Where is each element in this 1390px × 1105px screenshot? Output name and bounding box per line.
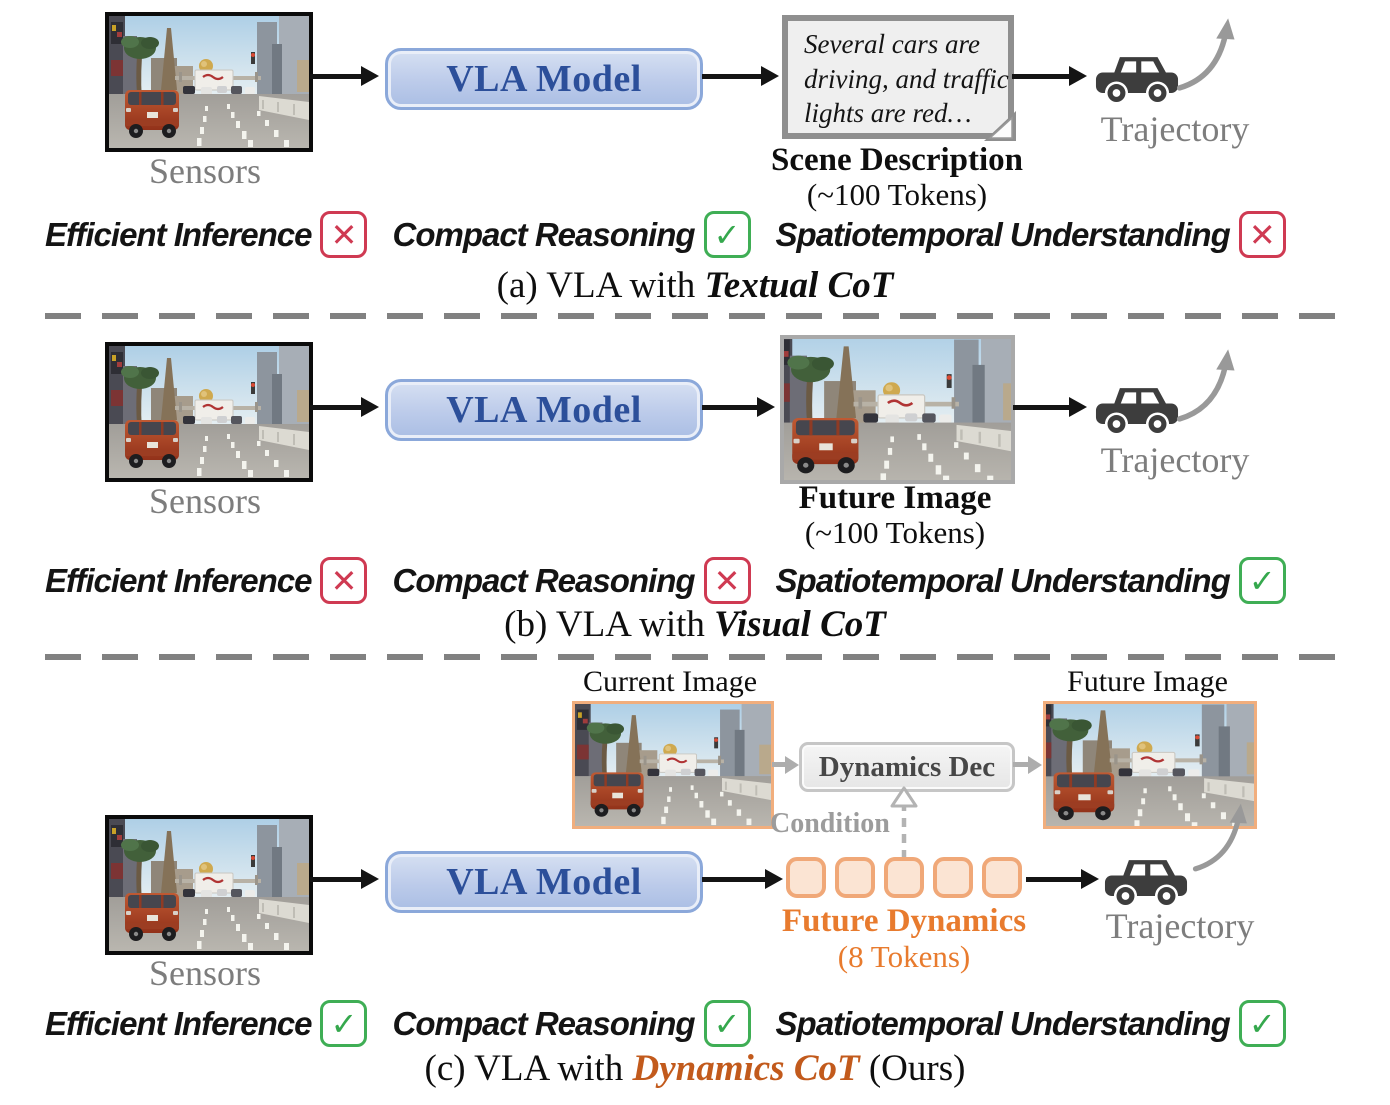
vla-model-box: VLA Model <box>385 48 703 110</box>
current-image <box>572 701 774 829</box>
image-to-decoder-arrow <box>772 755 799 774</box>
check-icon: ✓ <box>320 1000 368 1047</box>
dynamics-token <box>884 857 924 898</box>
street-scene-illustration <box>575 704 771 826</box>
flow-arrow <box>702 66 779 86</box>
flow-arrow <box>1013 397 1087 417</box>
output-subtitle: (~100 Tokens) <box>806 177 988 212</box>
feature-label: Compact Reasoning <box>392 1004 695 1042</box>
feature-label: Efficient Inference <box>45 1004 312 1042</box>
caption-highlight: Textual CoT <box>704 265 894 306</box>
flow-arrow <box>310 66 379 86</box>
feature-row: Efficient Inference✕ Compact Reasoning✕ … <box>45 557 1286 604</box>
street-scene-illustration <box>784 339 1011 480</box>
output-title: Scene Description <box>770 142 1024 178</box>
trajectory-label: Trajectory <box>1105 906 1255 946</box>
sensors-label: Sensors <box>148 481 261 521</box>
trajectory-arrow-icon <box>1176 347 1240 425</box>
folded-corner-icon <box>984 111 1016 141</box>
dynamics-decoder-box: Dynamics Dec <box>799 742 1015 792</box>
check-icon: ✓ <box>1238 1000 1286 1047</box>
car-icon <box>1094 383 1180 436</box>
current-image-label: Current Image <box>582 665 758 698</box>
dynamics-token <box>835 857 875 898</box>
condition-arrow-icon <box>890 786 918 858</box>
sensors-label: Sensors <box>148 151 261 191</box>
output-title: Future Dynamics <box>781 903 1027 939</box>
flow-arrow <box>702 397 775 417</box>
panel-divider <box>45 313 1345 319</box>
trajectory-label: Trajectory <box>1100 440 1250 480</box>
sensors-image <box>105 815 313 955</box>
condition-label: Condition <box>770 808 890 839</box>
street-scene-illustration <box>109 16 309 148</box>
future-image-label: Future Image <box>1067 665 1228 698</box>
street-scene-illustration <box>109 346 309 478</box>
output-title: Future Image <box>798 480 992 516</box>
trajectory-label: Trajectory <box>1100 109 1250 149</box>
car-icon <box>1094 52 1180 105</box>
panel-caption: (a) VLA with Textual CoT <box>496 265 894 306</box>
feature-label: Efficient Inference <box>45 215 312 253</box>
dynamics-token <box>982 857 1022 898</box>
feature-label: Spatiotemporal Understanding <box>775 215 1231 253</box>
flow-arrow <box>1026 869 1099 889</box>
flow-arrow <box>310 869 379 889</box>
sensors-image <box>105 12 313 152</box>
scene-description-text: Several cars are driving, and traffic li… <box>804 29 1009 129</box>
flow-arrow <box>310 397 379 417</box>
cross-icon: ✕ <box>320 211 368 258</box>
check-icon: ✓ <box>1238 557 1286 604</box>
feature-label: Spatiotemporal Understanding <box>775 561 1231 599</box>
future-image <box>1043 701 1257 829</box>
vla-model-box: VLA Model <box>385 851 703 913</box>
feature-label: Spatiotemporal Understanding <box>775 1004 1231 1042</box>
output-subtitle: (8 Tokens) <box>837 939 971 974</box>
caption-highlight: Visual CoT <box>714 604 886 645</box>
caption-highlight: Dynamics CoT <box>632 1048 860 1089</box>
output-subtitle: (~100 Tokens) <box>804 515 986 550</box>
sensors-label: Sensors <box>148 953 261 993</box>
check-icon: ✓ <box>703 211 751 258</box>
cross-icon: ✕ <box>703 557 751 604</box>
dynamics-token <box>933 857 973 898</box>
trajectory-arrow-icon <box>1176 16 1240 94</box>
decoder-to-image-arrow <box>1013 755 1042 774</box>
flow-arrow <box>702 869 783 889</box>
panel-caption: (b) VLA with Visual CoT <box>504 604 886 645</box>
cross-icon: ✕ <box>320 557 368 604</box>
cross-icon: ✕ <box>1238 211 1286 258</box>
feature-label: Compact Reasoning <box>392 561 695 599</box>
future-image <box>780 335 1015 484</box>
feature-row: Efficient Inference✕ Compact Reasoning✓ … <box>45 211 1286 258</box>
street-scene-illustration <box>109 819 309 951</box>
flow-arrow <box>1012 66 1087 86</box>
panel-divider <box>45 654 1345 660</box>
dynamics-token <box>786 857 826 898</box>
trajectory-arrow-icon <box>1192 800 1252 876</box>
feature-label: Compact Reasoning <box>392 215 695 253</box>
vla-model-box: VLA Model <box>385 379 703 441</box>
feature-row: Efficient Inference✓ Compact Reasoning✓ … <box>45 1000 1286 1047</box>
sensors-image <box>105 342 313 482</box>
car-icon <box>1103 855 1189 908</box>
scene-description-note: Several cars are driving, and traffic li… <box>782 15 1014 139</box>
feature-label: Efficient Inference <box>45 561 312 599</box>
panel-caption: (c) VLA with Dynamics CoT (Ours) <box>424 1048 966 1089</box>
check-icon: ✓ <box>703 1000 751 1047</box>
